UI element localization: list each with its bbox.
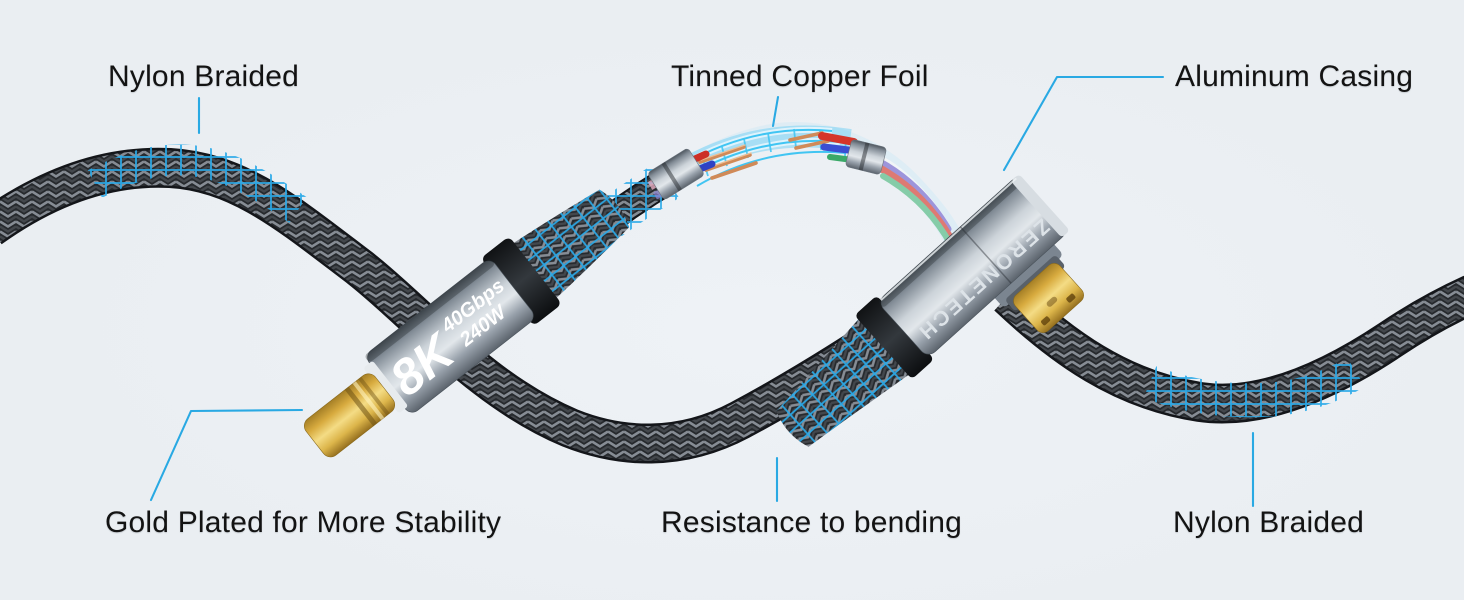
cable-right-segment (994, 275, 1464, 424)
gold-plug-left (304, 373, 396, 458)
callout-aluminum-casing: Aluminum Casing (1175, 60, 1414, 93)
leader-tinned-copper-foil (771, 95, 780, 128)
leader-lines (149, 75, 1255, 508)
nylon-grid-highlight-left (87, 144, 307, 223)
callout-gold-plated: Gold Plated for More Stability (105, 506, 502, 539)
ferrule-left (648, 148, 704, 200)
callout-tinned-copper-foil: Tinned Copper Foil (671, 60, 929, 93)
stripped-wires-section (647, 121, 963, 248)
collar-right (856, 297, 933, 378)
leader-gold-plated (149, 408, 304, 502)
callout-nylon-braided-bottom: Nylon Braided (1173, 506, 1365, 539)
leader-aluminum-casing (1002, 75, 1165, 172)
nylon-grid-highlight-right (1143, 357, 1366, 418)
ferrule-right (845, 139, 887, 175)
gold-plug-right (1013, 263, 1084, 333)
callout-nylon-braided-top: Nylon Braided (108, 60, 300, 93)
callout-resistance-bending: Resistance to bending (661, 506, 963, 539)
strain-relief-grid-right (776, 315, 914, 447)
connector-front-face-left (364, 361, 408, 413)
collar-left (483, 238, 560, 324)
copper-wires (698, 131, 830, 180)
end-face-right (1012, 175, 1069, 237)
